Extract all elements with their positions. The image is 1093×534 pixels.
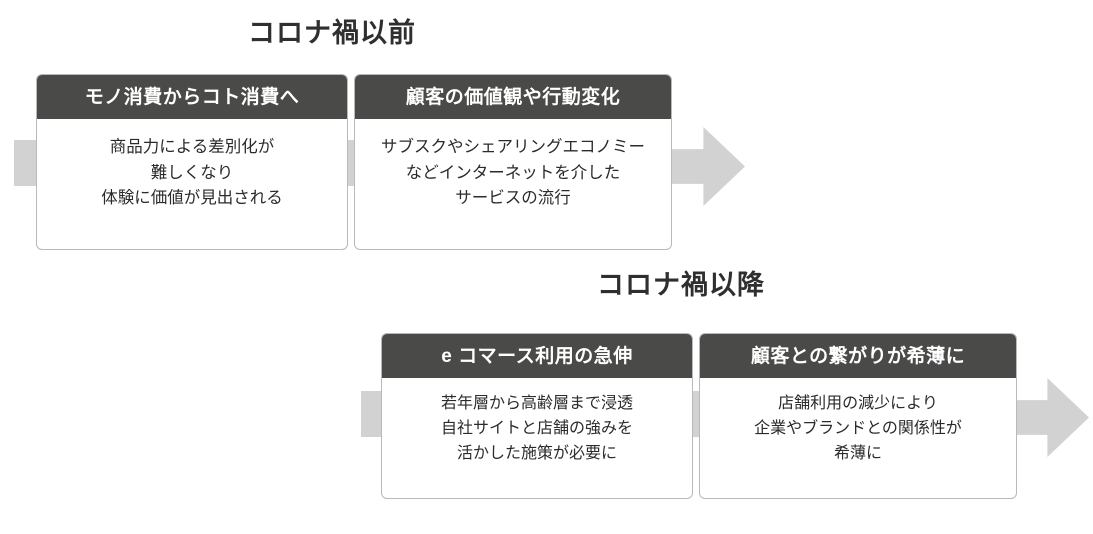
card-ecommerce-growth[interactable]: e コマース利用の急伸 若年層から高齢層まで浸透 自社サイトと店舗の強みを 活か…: [381, 333, 693, 499]
card-mono-consumption[interactable]: モノ消費からコト消費へ 商品力による差別化が 難しくなり 体験に価値が見出される: [36, 74, 348, 250]
connector-stub-row1-left: [14, 140, 38, 186]
card-header-weak-customer-ties: 顧客との繋がりが希薄に: [700, 334, 1016, 378]
right-arrow-icon-row2: [1009, 378, 1089, 457]
section-title-after: コロナ禍以降: [597, 270, 765, 300]
card-header-mono-consumption: モノ消費からコト消費へ: [37, 75, 347, 119]
card-body-ecommerce-growth: 若年層から高齢層まで浸透 自社サイトと店舗の強みを 活かした施策が必要に: [440, 395, 633, 462]
card-body-customer-values: サブスクやシェアリングエコノミー などインターネットを介した サービスの流行: [381, 138, 645, 208]
card-header-ecommerce-growth: e コマース利用の急伸: [382, 334, 692, 378]
card-body-weak-customer-ties: 店舗利用の減少により 企業やブランドとの関係性が 希薄に: [754, 395, 962, 462]
section-title-before: コロナ禍以前: [248, 18, 416, 48]
card-weak-customer-ties[interactable]: 顧客との繋がりが希薄に 店舗利用の減少により 企業やブランドとの関係性が 希薄に: [699, 333, 1017, 499]
card-header-customer-values: 顧客の価値観や行動変化: [355, 75, 671, 119]
card-customer-values[interactable]: 顧客の価値観や行動変化 サブスクやシェアリングエコノミー などインターネットを介…: [354, 74, 672, 250]
right-arrow-icon-row1: [665, 127, 745, 206]
card-body-mono-consumption: 商品力による差別化が 難しくなり 体験に価値が見出される: [101, 138, 283, 208]
